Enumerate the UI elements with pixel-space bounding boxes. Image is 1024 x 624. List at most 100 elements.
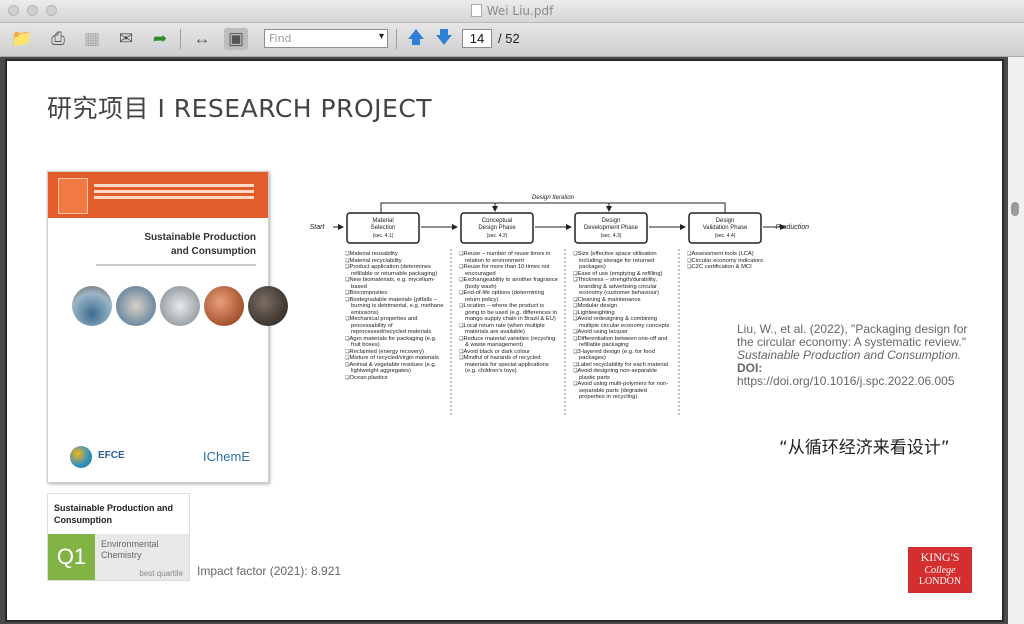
phase-box [688,212,762,244]
phase-name: Development Phase [584,225,639,231]
criteria-item: Ocean plastics [345,375,445,382]
find-field[interactable]: Find ▾ [264,29,388,48]
zoom-window-button[interactable] [46,5,57,16]
page-number-input[interactable]: 14 [462,29,492,48]
phase-section: (sec. 4.2) [487,233,508,239]
cover-header [48,172,268,218]
chevron-down-icon[interactable]: ▾ [378,31,384,42]
criteria-item: Size (effective space utilisation includ… [573,251,673,271]
page-total: / 52 [498,31,520,46]
criteria-item: Mechanical properties and processability… [345,316,445,336]
share-icon[interactable]: ➦ [152,29,168,48]
iteration-loop-line [380,202,726,213]
cover-photo [160,286,200,326]
quartile-label: Q1 [48,534,95,580]
slide-title: 研究项目 I RESEARCH PROJECT [47,94,433,123]
criteria-item: Location – where the product is going to… [459,303,559,323]
start-label: Start [310,224,326,231]
toolbar-separator [180,29,181,49]
criteria-item: Reuse – number of reuse times in relatio… [459,251,559,264]
phase-name: Validation Phase [703,225,748,231]
next-page-icon[interactable]: 🡇 [435,27,453,47]
close-window-button[interactable] [8,5,19,16]
cover-photo [204,286,244,326]
criteria-item: Material recyclability [345,258,445,265]
phase-box [346,212,420,244]
cover-photo [72,286,112,326]
phase-criteria-list: Reuse – number of reuse times in relatio… [459,251,559,375]
criteria-item: Animal & vegetable residues (e.g. lightw… [345,362,445,375]
mail-icon[interactable]: ✉ [118,29,134,48]
journal-cover-image: Sustainable Production and Consumption E… [47,171,288,483]
cover-photos [72,286,288,326]
criteria-item: Modular design [573,303,673,310]
criteria-item: Biodegradable materials (pitfalls – burn… [345,297,445,317]
cover-meta-lines [94,184,254,187]
phase-name: Design Phase [478,225,516,231]
criteria-item: Label recyclability for each material [573,362,673,369]
window-title: Wei Liu.pdf [0,4,1024,18]
diagram-svg: Design Iteration Start Production Materi… [310,195,809,415]
criteria-item: Local return rate (when multiple materia… [459,323,559,336]
fit-width-icon[interactable]: ↔ [193,29,211,48]
cover-logos: EFCE IChemE [70,444,250,470]
phase-section: (sec. 4.4) [715,233,736,239]
cover-photo [116,286,156,326]
phase-section: (sec. 4.1) [373,233,394,239]
criteria-item: Mixture of recycled/virgin materials [345,355,445,362]
badge-quartile-text: best quartile [139,569,183,578]
fit-page-icon[interactable]: ▣ [224,28,248,50]
efce-logo-icon [70,446,92,468]
phase-name: Conceptual [482,218,512,224]
criteria-item: Agro materials for packaging (e.g. fruit… [345,336,445,349]
badge-category: Environmental Chemistry [101,539,159,560]
slide-quote: “从循环经济来看设计” [779,438,950,458]
criteria-item: Avoid redesigning & combining multiple c… [573,316,673,329]
criteria-item: Ease of use (emptying & refilling) [573,271,673,278]
scrollbar-thumb[interactable] [1011,202,1019,216]
criteria-item: C2C certification & MCI [687,264,787,271]
cover-photo [248,286,288,326]
open-folder-icon[interactable]: 📁 [11,29,33,48]
save-icon[interactable]: ▦ [83,29,101,48]
criteria-item: Biocomposites [345,290,445,297]
print-icon[interactable]: ⎙ [51,29,65,48]
criteria-item: Avoid black or dark colour [459,349,559,356]
phase-criteria-list: Material reusabilityMaterial recyclabili… [345,251,445,381]
vertical-scrollbar[interactable] [1008,57,1024,624]
badge-category-panel: Environmental Chemistry best quartile [95,534,189,580]
window-titlebar: Wei Liu.pdf [0,0,1024,23]
prev-page-icon[interactable]: 🡅 [407,27,425,47]
kings-college-logo: KING'S College LONDON [908,547,972,593]
criteria-item: Avoid using lacquer [573,329,673,336]
icheme-logo: IChemE [203,449,250,464]
iteration-label: Design Iteration [532,195,575,201]
pdf-page: 研究项目 I RESEARCH PROJECT Sustainable Prod… [5,59,1004,622]
criteria-item: Cleaning & maintenance [573,297,673,304]
criteria-item: Assessment tools (LCA) [687,251,787,258]
criteria-item: Avoid designing non-separable plastic pa… [573,368,673,381]
doi-link[interactable]: https://doi.org/10.1016/j.spc.2022.06.00… [737,374,955,388]
criteria-item: Differentiation between one-off and refi… [573,336,673,349]
criteria-item: Exchangeability to another fragrance (bo… [459,277,559,290]
criteria-item: Circular economy indicators [687,258,787,265]
toolbar: 📁 ⎙ ▦ ✉ ➦ ↔ ▣ Find ▾ 🡅 🡇 14 / 52 [0,23,1024,57]
badge-journal-name: Sustainable Production and Consumption [54,503,174,525]
impact-factor: Impact factor (2021): 8.921 [197,564,342,578]
criteria-item: Reclaimed (energy recovery) [345,349,445,356]
phase-criteria-list: Assessment tools (LCA)Circular economy i… [687,251,787,271]
phase-section: (sec. 4.3) [601,233,622,239]
criteria-item: Material reusability [345,251,445,258]
journal-ranking-badge: Sustainable Production and Consumption Q… [47,493,190,581]
document-icon [470,4,482,17]
phase-name: Design [602,218,621,224]
elsevier-logo [58,178,88,214]
criteria-item: Lightweighting [573,310,673,317]
criteria-item: Mindful of hazards of recycled materials… [459,355,559,375]
criteria-item: 3-layered design (e.g. for food packages… [573,349,673,362]
phase-name: Material [372,218,393,224]
phase-criteria-list: Size (effective space utilisation includ… [573,251,673,401]
criteria-item: New biomaterials, e.g. mycelium-based [345,277,445,290]
minimize-window-button[interactable] [27,5,38,16]
criteria-item: Thickness – strength/durability, brandin… [573,277,673,297]
